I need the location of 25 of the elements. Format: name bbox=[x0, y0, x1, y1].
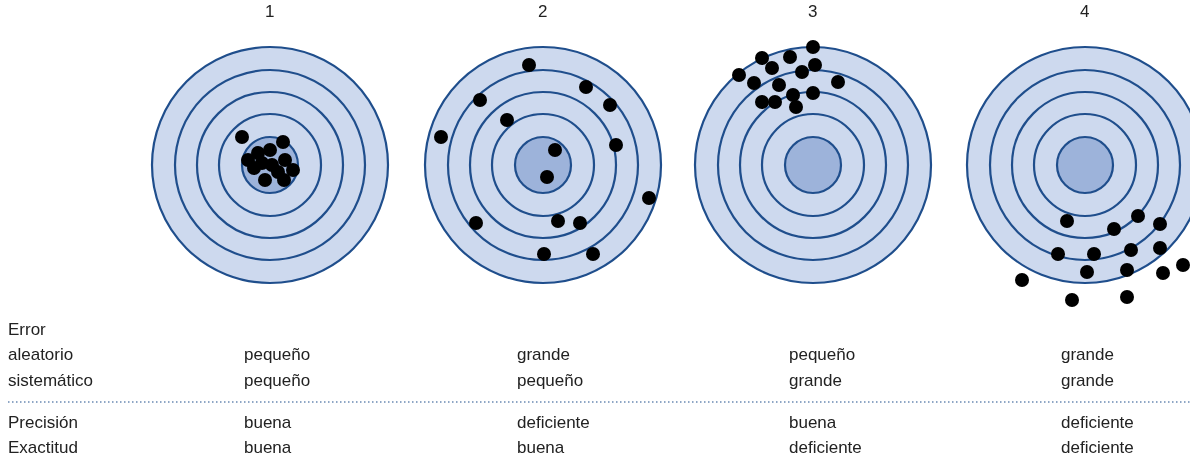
target-number: 4 bbox=[1080, 2, 1090, 22]
target-number: 1 bbox=[265, 2, 275, 22]
target-number: 2 bbox=[538, 2, 548, 22]
table-cell: buena bbox=[517, 438, 565, 457]
table-cell: deficiente bbox=[789, 438, 862, 457]
row-header: Exactitud bbox=[8, 438, 78, 457]
table-cell: pequeño bbox=[244, 371, 311, 391]
row-header: Precisión bbox=[8, 413, 78, 433]
table-cell: grande bbox=[1061, 371, 1114, 391]
table-cell: pequeño bbox=[244, 345, 311, 365]
target-number: 3 bbox=[808, 2, 818, 22]
row-header: Error bbox=[8, 320, 46, 340]
table-cell: pequeño bbox=[789, 345, 856, 365]
table-cell: grande bbox=[517, 345, 570, 365]
table-cell: buena bbox=[244, 438, 292, 457]
table-cell: grande bbox=[1061, 345, 1114, 365]
row-header: sistemático bbox=[8, 371, 94, 391]
table-cell: grande bbox=[789, 371, 842, 391]
table-cell: deficiente bbox=[1061, 438, 1134, 457]
table-cell: deficiente bbox=[1061, 413, 1134, 433]
table-cell: deficiente bbox=[517, 413, 590, 433]
table-cell: pequeño bbox=[517, 371, 584, 391]
table-cell: buena bbox=[244, 413, 292, 433]
row-header: aleatorio bbox=[8, 345, 74, 365]
table-cell: buena bbox=[789, 413, 837, 433]
